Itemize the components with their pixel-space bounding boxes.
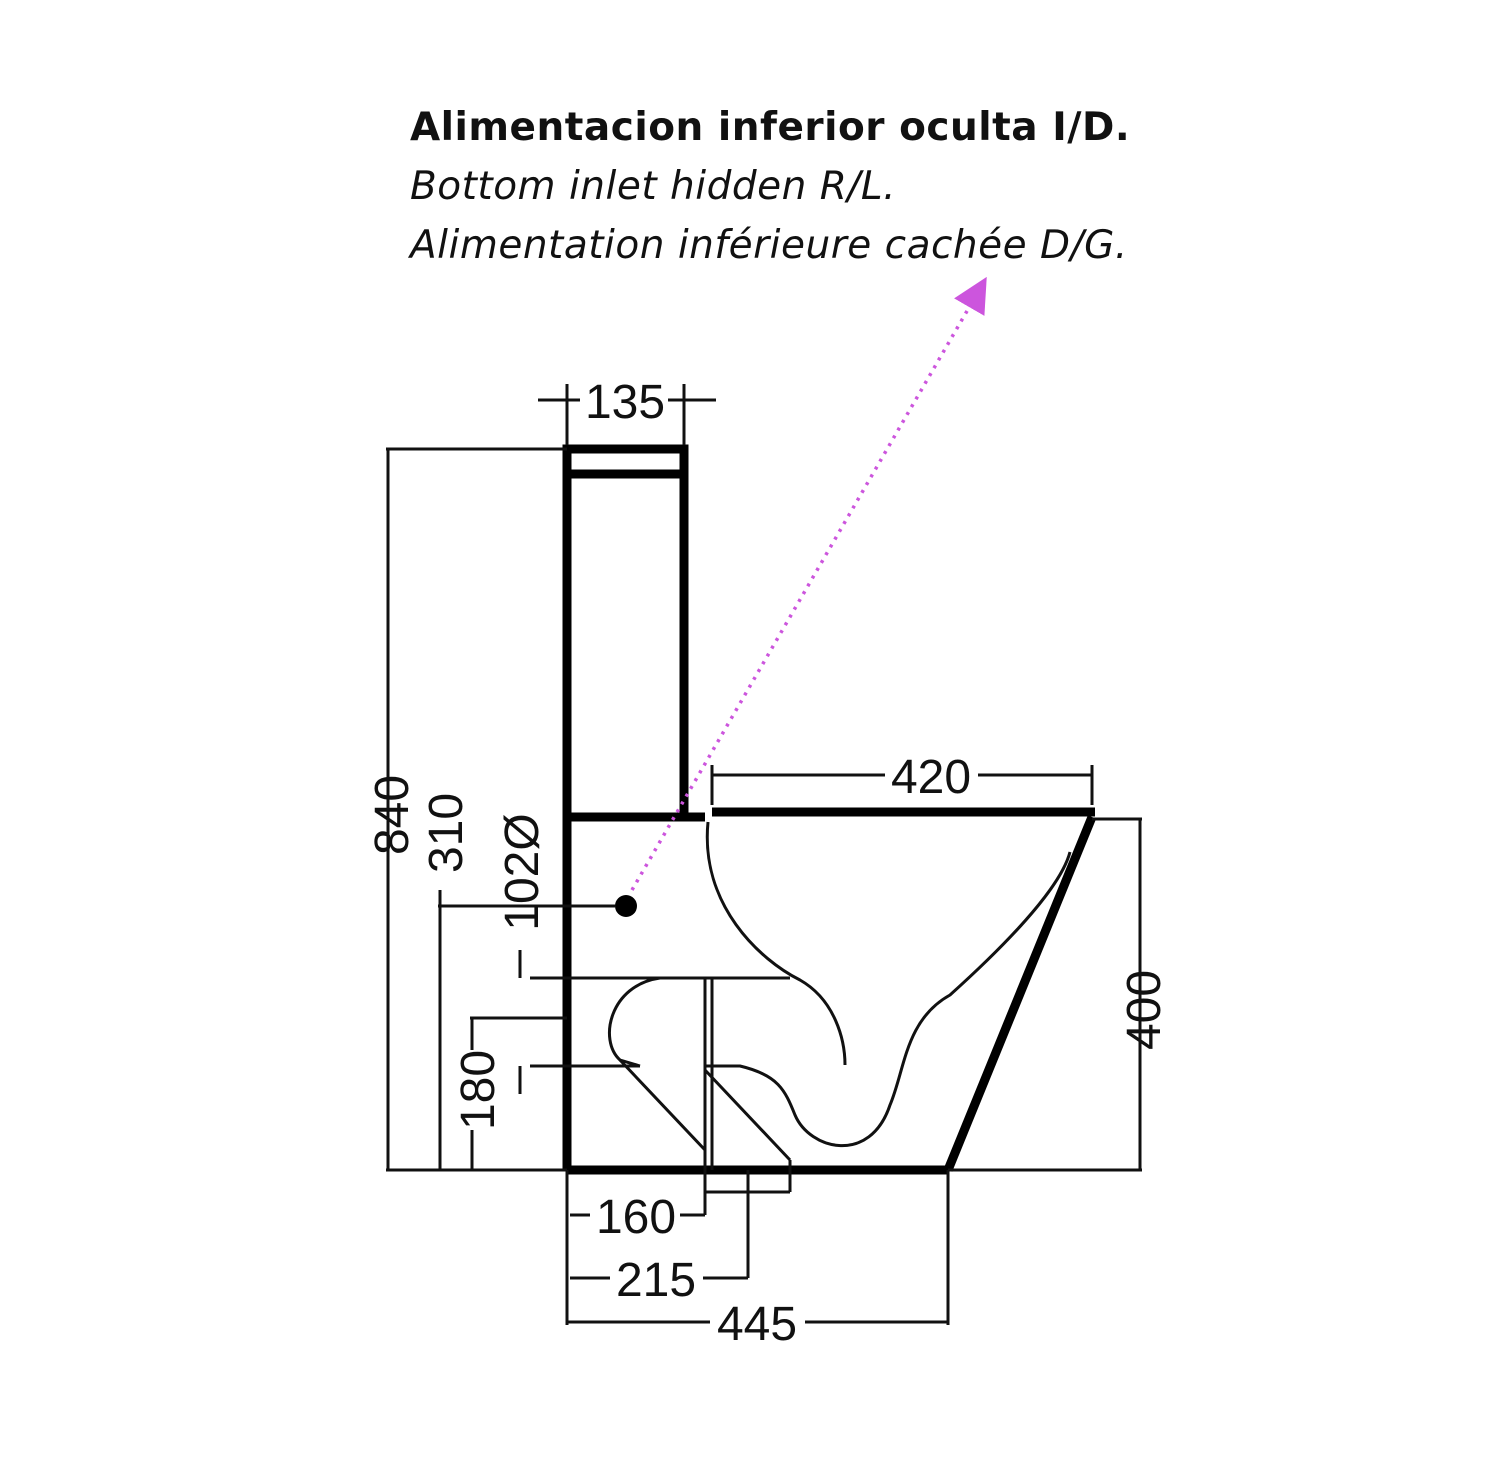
- caption-english: Bottom inlet hidden R/L.: [410, 164, 897, 209]
- dim-160-label: 160: [596, 1191, 676, 1244]
- dim-outlet-offset-160: 160: [565, 1170, 707, 1325]
- bowl-front-edge: [943, 815, 1097, 1172]
- dim-215-label: 215: [616, 1254, 696, 1307]
- outlet-diag-1: [618, 1058, 707, 1152]
- cistern-tank: [562, 444, 689, 822]
- dim-outlet-diameter: 102Ø: [496, 813, 549, 1094]
- dim-400-label: 400: [1118, 970, 1171, 1050]
- dim-tank-width: 135: [538, 376, 716, 445]
- dim-inlet-height: 310: [420, 793, 615, 1170]
- tank-body: [562, 444, 689, 822]
- inlet-caption: Alimentacion inferior oculta I/D. Bottom…: [410, 98, 1130, 275]
- dim-seat-depth: 420: [710, 751, 1094, 805]
- inlet-pointer: [615, 276, 987, 917]
- dim-102-label: 102Ø: [496, 813, 549, 930]
- bowl-internal-lines: [530, 821, 1072, 1215]
- dim-420-label: 420: [891, 751, 971, 804]
- bowl-body: [562, 807, 1097, 1175]
- caption-french: Alimentation inférieure cachée D/G.: [410, 223, 1128, 268]
- caption-spanish: Alimentacion inferior oculta I/D.: [410, 105, 1131, 150]
- outlet-bend: [607, 976, 661, 1068]
- dim-total-height: 840: [366, 447, 567, 1172]
- trap-inner-curve: [705, 851, 1072, 1148]
- trap-outer-curve: [705, 821, 847, 1066]
- dim-445-label: 445: [717, 1298, 797, 1351]
- dim-total-depth: 445: [567, 1170, 950, 1351]
- dim-135-label: 135: [585, 376, 665, 429]
- dim-outlet-height: 180: [452, 1016, 567, 1170]
- dim-outlet-offset-215: 215: [570, 1160, 792, 1307]
- inlet-point: [615, 895, 637, 917]
- dim-180-label: 180: [452, 1050, 505, 1130]
- dim-bowl-height: 400: [948, 817, 1171, 1172]
- dim-310-label: 310: [420, 793, 473, 873]
- outlet-diag-2: [703, 1068, 792, 1162]
- dim-840-label: 840: [366, 775, 419, 855]
